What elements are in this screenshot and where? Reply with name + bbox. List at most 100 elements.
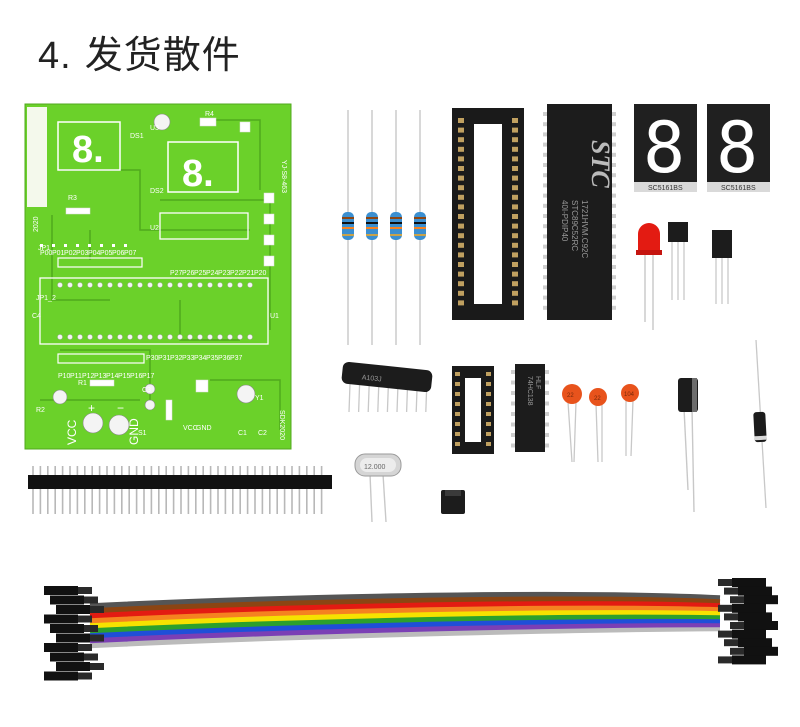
page-title: 4. 发货散件 — [38, 24, 241, 79]
socket-contact — [458, 233, 464, 239]
socket-contact — [458, 127, 464, 133]
socket-contact — [486, 412, 491, 416]
ic-pin — [511, 380, 515, 385]
dupont-connector-right — [730, 596, 744, 604]
stc-mcu-chip: STC STC89C52RC 40I-PDIP40 1721HVM.C92C — [543, 104, 616, 320]
label-p17: P17 — [142, 373, 155, 380]
mcu-pin — [543, 183, 547, 188]
label-p21: P21 — [242, 270, 255, 277]
socket-contact — [512, 300, 518, 306]
label-p24: P24 — [206, 270, 219, 277]
socket-contact — [486, 372, 491, 376]
socket-contact — [458, 290, 464, 296]
label-p35: P35 — [206, 355, 219, 362]
socket-contact — [458, 175, 464, 181]
seg2-digit: 8. — [716, 107, 800, 189]
dupont-connector-left — [84, 625, 98, 632]
socket-contact — [458, 252, 464, 258]
socket-contact — [458, 262, 464, 267]
dupont-connector-right — [732, 629, 766, 639]
ic-line1: 74HC138 — [526, 376, 533, 406]
socket-contact — [458, 194, 464, 200]
socket-contact — [458, 204, 464, 210]
title-text: 发货散件 — [84, 33, 241, 77]
ic-socket-40pin — [452, 108, 524, 320]
socket-contact — [455, 392, 460, 396]
socket-contact — [512, 252, 518, 258]
label-p03: P03 — [76, 250, 89, 257]
cap2-label: 22 — [594, 396, 601, 402]
label-u2: U2 — [150, 225, 159, 232]
mcu-pin — [612, 163, 616, 167]
label-s1: S1 — [138, 430, 147, 437]
mcu-pin — [612, 183, 616, 188]
dupont-connector-right — [724, 613, 738, 621]
label-ds1: DS1 — [130, 133, 144, 140]
mcu-pin — [543, 152, 547, 157]
label-p15: P15 — [118, 373, 131, 380]
title-number: 4. — [38, 35, 72, 77]
label-gnd-small: GND — [196, 425, 212, 432]
label-c3: C3 — [142, 387, 151, 394]
label-p02: P02 — [64, 250, 77, 257]
label-r3: R3 — [68, 195, 77, 202]
label-p14: P14 — [106, 373, 119, 380]
socket-contact — [512, 214, 518, 219]
ribbon-wire — [89, 627, 721, 649]
socket-contact — [458, 185, 464, 191]
socket-contact — [512, 118, 518, 123]
mcu-line1: STC89C52RC — [570, 200, 579, 251]
label-p26: P26 — [182, 270, 195, 277]
svg-text:8.: 8. — [182, 153, 214, 195]
socket-contact — [512, 137, 518, 143]
socket-contact — [512, 262, 518, 267]
label-r4: R4 — [205, 111, 214, 118]
seg1-label: SC5161BS — [648, 185, 683, 192]
ribbon-wire — [89, 596, 721, 614]
dupont-connector-left — [78, 615, 92, 623]
ic-pin — [545, 380, 549, 385]
ds1-footprint — [57, 121, 121, 171]
label-ds2: DS2 — [150, 188, 164, 195]
socket-contact — [512, 233, 518, 239]
mcu-pin — [543, 132, 547, 137]
dupont-connector-left — [50, 624, 84, 633]
mcu-pin — [612, 295, 616, 300]
dupont-connector-left — [90, 634, 104, 642]
dupont-connector-right — [744, 621, 778, 630]
label-p16: P16 — [130, 373, 143, 380]
crystal-label: 12.000 — [364, 464, 386, 471]
socket-contact — [486, 392, 491, 396]
dupont-connector-right — [738, 586, 772, 596]
mcu-pin — [543, 265, 547, 269]
ic-74hc138: 74HC138 HLF — [511, 364, 549, 452]
jumper-cap — [441, 490, 465, 514]
mcu-pin — [612, 132, 616, 137]
crystal-oscillator: 12.000 — [354, 453, 402, 523]
label-y1: Y1 — [255, 395, 264, 402]
label-p37: P37 — [230, 355, 243, 362]
dupont-connector-right — [744, 646, 778, 656]
dupont-connector-right — [724, 639, 738, 647]
ic-socket-16pin — [452, 366, 494, 454]
socket-contact — [512, 166, 518, 171]
dupont-connector-left — [78, 587, 92, 594]
dupont-connector-left — [44, 643, 78, 652]
dupont-connector-left — [44, 671, 78, 681]
label-p11: P11 — [70, 373, 82, 380]
label-p34: P34 — [194, 355, 207, 362]
socket-contact — [455, 372, 460, 376]
mcu-pin — [543, 224, 547, 229]
label-p31: P31 — [158, 355, 171, 362]
mcu-pin — [543, 142, 547, 147]
socket-contact — [486, 382, 491, 386]
label-c2: C2 — [258, 430, 267, 437]
dupont-connector-left — [56, 662, 90, 671]
socket-contact — [512, 290, 518, 296]
dupont-connector-left — [56, 605, 90, 614]
transistor-1 — [668, 222, 688, 300]
label-p33: P33 — [182, 355, 195, 362]
socket-contact — [512, 242, 518, 248]
dupont-connector-left — [44, 586, 78, 595]
mcu-pin — [543, 122, 547, 127]
